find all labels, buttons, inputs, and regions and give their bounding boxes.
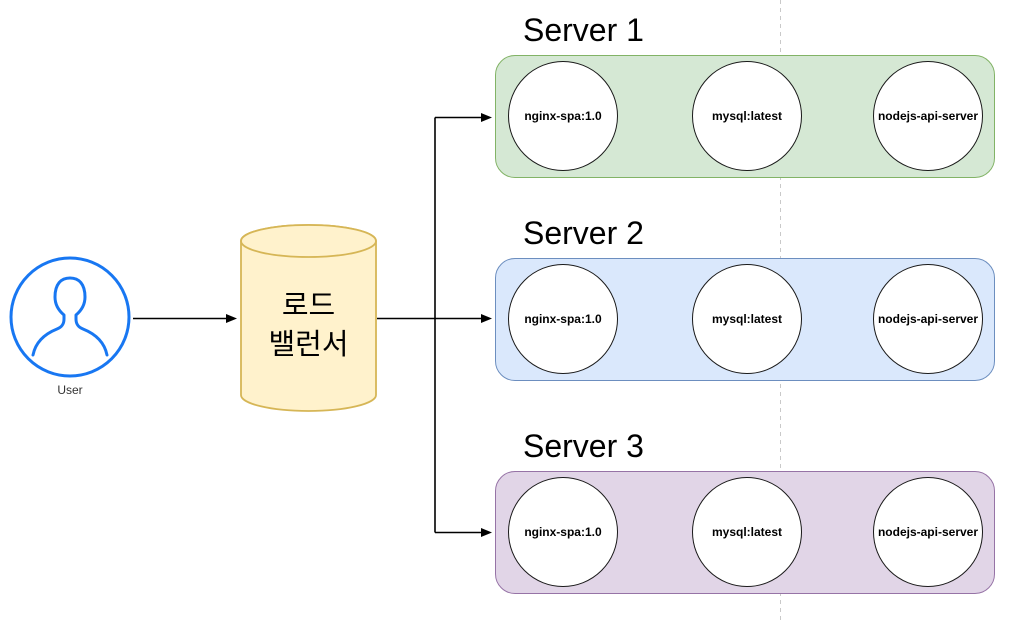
container-node-nodejs: nodejs-api-server: [873, 61, 983, 171]
user-node: User: [8, 255, 132, 400]
container-label: mysql:latest: [711, 109, 783, 123]
arrowhead-to-lb: [226, 314, 237, 323]
user-icon: [9, 256, 131, 378]
load-balancer-label-line2: 밸런서: [268, 329, 349, 361]
container-label: mysql:latest: [711, 525, 783, 539]
container-label: nginx-spa:1.0: [524, 109, 602, 123]
container-label: nginx-spa:1.0: [524, 525, 602, 539]
load-balancer-label: 로드 밸런서: [240, 224, 377, 412]
container-node-nginx: nginx-spa:1.0: [508, 477, 618, 587]
user-label: User: [57, 383, 83, 397]
container-node-mysql: mysql:latest: [692, 264, 802, 374]
server-3-group: nginx-spa:1.0 mysql:latest nodejs-api-se…: [495, 471, 995, 594]
server-1-group: nginx-spa:1.0 mysql:latest nodejs-api-se…: [495, 55, 995, 178]
container-node-nginx: nginx-spa:1.0: [508, 61, 618, 171]
container-node-nginx: nginx-spa:1.0: [508, 264, 618, 374]
server-1-title: Server 1: [523, 12, 644, 48]
arrowhead-to-server3: [481, 528, 492, 537]
load-balancer-node: 로드 밸런서: [240, 224, 377, 412]
server-2-group: nginx-spa:1.0 mysql:latest nodejs-api-se…: [495, 258, 995, 381]
server-2-title: Server 2: [523, 215, 644, 251]
arrowhead-to-server2: [481, 314, 492, 323]
container-label: nodejs-api-server: [877, 525, 979, 539]
container-node-mysql: mysql:latest: [692, 61, 802, 171]
arrowhead-to-server1: [481, 113, 492, 122]
container-label: nginx-spa:1.0: [524, 312, 602, 326]
load-balancer-label-line1: 로드: [281, 290, 336, 322]
cylinder-shape: [240, 224, 377, 412]
container-label: nodejs-api-server: [877, 109, 979, 123]
container-label: nodejs-api-server: [877, 312, 979, 326]
container-node-nodejs: nodejs-api-server: [873, 477, 983, 587]
container-label: mysql:latest: [711, 312, 783, 326]
server-3-title: Server 3: [523, 428, 644, 464]
container-node-mysql: mysql:latest: [692, 477, 802, 587]
container-node-nodejs: nodejs-api-server: [873, 264, 983, 374]
